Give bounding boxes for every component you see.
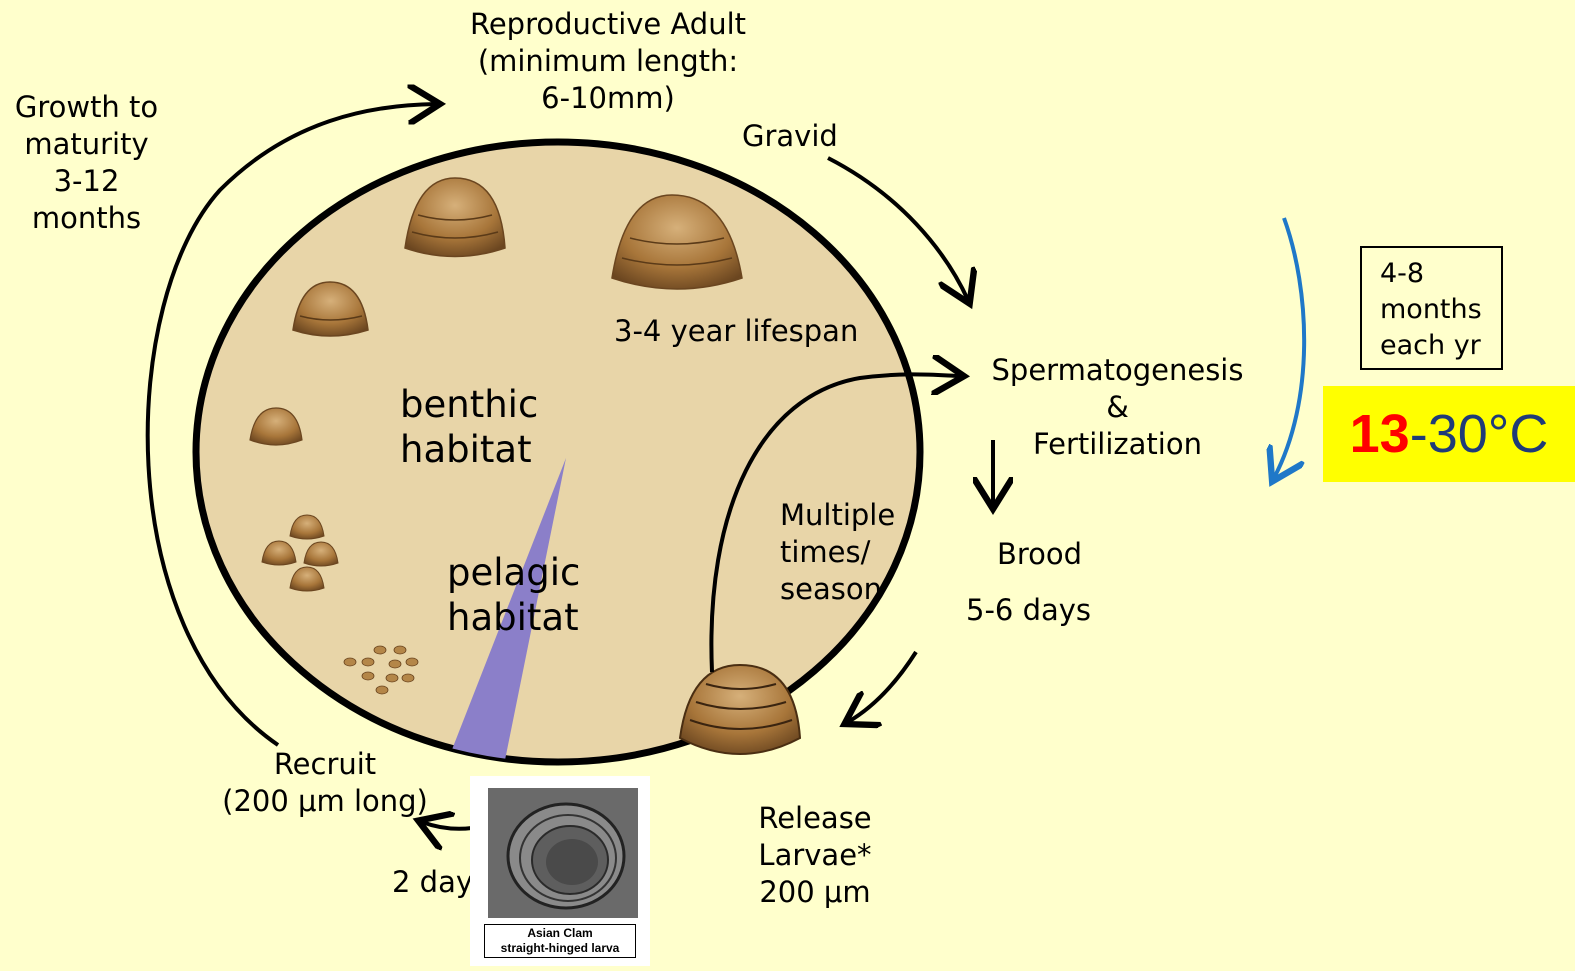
brood-label: Brood	[997, 536, 1082, 573]
season-arrow	[1274, 218, 1304, 478]
larva-image	[488, 788, 638, 918]
reproductive-adult-label: Reproductive Adult (minimum length: 6-10…	[458, 6, 758, 117]
pelagic-label: pelagic habitat	[447, 550, 580, 640]
benthic-label: benthic habitat	[400, 382, 538, 472]
spermatogenesis-label: Spermatogenesis & Fertilization	[985, 352, 1250, 463]
months-box: 4-8 months each yr	[1360, 246, 1503, 370]
multiple-times-label: Multiple times/ season	[780, 497, 895, 608]
larva-caption: Asian Clam straight-hinged larva	[484, 924, 636, 958]
recruit-arrow	[422, 822, 472, 829]
release-arrow	[848, 652, 916, 722]
growth-label: Growth to maturity 3-12 months	[4, 89, 169, 237]
habitat-oval	[196, 142, 920, 762]
recruit-label: Recruit (200 μm long)	[215, 746, 435, 820]
brood-days-label: 5-6 days	[966, 592, 1091, 629]
release-label: Release Larvae* 200 μm	[735, 800, 895, 911]
temperature-low: 13	[1350, 403, 1410, 465]
gravid-label: Gravid	[742, 118, 838, 155]
temperature-rest: -30°C	[1410, 403, 1549, 465]
lifespan-label: 3-4 year lifespan	[614, 313, 858, 350]
temperature-range: 13-30°C	[1323, 386, 1575, 482]
larva-photo-card: Asian Clam straight-hinged larva	[470, 776, 650, 966]
